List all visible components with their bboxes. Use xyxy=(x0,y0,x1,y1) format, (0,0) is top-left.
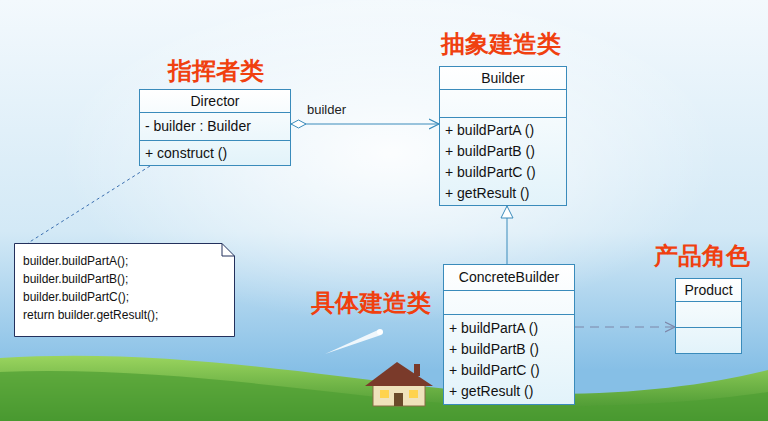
house-wall xyxy=(373,384,425,406)
house-window xyxy=(380,390,389,398)
class-member: + buildPartA () xyxy=(449,318,538,339)
class-member: + buildPartC () xyxy=(449,360,540,381)
code-line: builder.buildPartA(); xyxy=(23,252,223,270)
role-heading: 抽象建造类 xyxy=(441,30,561,58)
class-compartment xyxy=(676,301,741,327)
class-name: Product xyxy=(684,280,732,301)
class-compartment: - builder : Builder xyxy=(140,112,290,140)
connector xyxy=(507,206,508,264)
comet-head xyxy=(377,329,383,335)
class-member: + construct () xyxy=(145,143,227,164)
note-outline-path xyxy=(15,244,235,337)
house-door xyxy=(394,393,403,406)
class-box: 具体建造类ConcreteBuilder+ buildPartA ()+ bui… xyxy=(443,264,575,405)
class-box: 指挥者类Director- builder : Builder+ constru… xyxy=(139,89,291,166)
class-compartment xyxy=(440,89,566,117)
house-window xyxy=(409,390,418,398)
code-line: builder.buildPartC(); xyxy=(23,288,223,306)
class-name: Director xyxy=(190,91,239,112)
class-compartment: + construct () xyxy=(140,140,290,165)
class-member: + buildPartA () xyxy=(445,120,534,141)
role-heading: 指挥者类 xyxy=(168,57,264,85)
class-member: + buildPartC () xyxy=(445,162,536,183)
class-member: - builder : Builder xyxy=(145,116,251,137)
note-fold xyxy=(222,244,235,257)
class-compartment xyxy=(676,327,741,353)
class-compartment xyxy=(444,290,574,314)
code-line: return builder.getResult(); xyxy=(23,306,223,324)
code-line: builder.buildPartB(); xyxy=(23,270,223,288)
class-box: 抽象建造类Builder+ buildPartA ()+ buildPartB … xyxy=(439,66,567,206)
class-member: + getResult () xyxy=(449,381,533,402)
role-heading: 具体建造类 xyxy=(311,289,431,317)
class-member: + buildPartB () xyxy=(449,339,539,360)
class-member: + buildPartB () xyxy=(445,141,535,162)
class-compartment: Product xyxy=(676,279,741,301)
grass-hill xyxy=(0,356,768,421)
note-box: builder.buildPartA();builder.buildPartB(… xyxy=(14,243,235,337)
connector xyxy=(575,327,675,328)
comet-tail xyxy=(325,330,381,354)
class-box: 产品角色Product xyxy=(675,278,742,354)
class-name: ConcreteBuilder xyxy=(459,267,559,288)
class-member: + getResult () xyxy=(445,183,529,204)
class-compartment: + buildPartA ()+ buildPartB ()+ buildPar… xyxy=(440,117,566,205)
edge-label: builder xyxy=(307,102,346,118)
class-compartment: + buildPartA ()+ buildPartB ()+ buildPar… xyxy=(444,314,574,404)
note-body: builder.buildPartA();builder.buildPartB(… xyxy=(14,243,235,332)
class-compartment: Builder xyxy=(440,67,566,89)
class-name: Builder xyxy=(481,68,525,89)
role-heading: 产品角色 xyxy=(654,242,750,270)
house-chimney xyxy=(414,364,420,376)
connector xyxy=(28,166,150,243)
class-compartment: ConcreteBuilder xyxy=(444,265,574,290)
house-roof xyxy=(365,362,433,386)
class-compartment: Director xyxy=(140,90,290,112)
connector xyxy=(291,124,439,125)
